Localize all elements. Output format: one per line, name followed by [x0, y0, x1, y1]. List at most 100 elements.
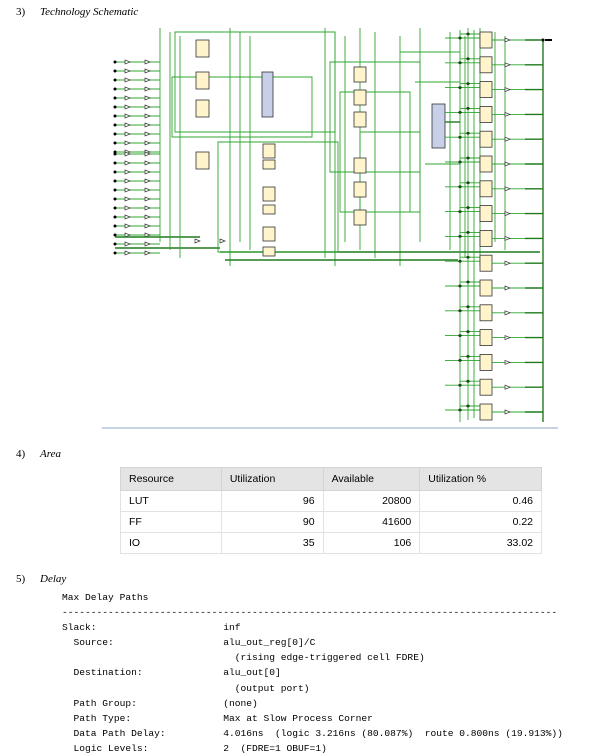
wire: [217, 141, 339, 253]
section-number: 5): [16, 573, 26, 585]
logic-cell: [262, 226, 276, 242]
port-symbol: [144, 113, 151, 119]
port-symbol: [504, 62, 511, 68]
logic-cell: [353, 209, 367, 226]
port-symbol: [144, 250, 151, 256]
port-symbol: [124, 131, 131, 137]
section-number: 4): [16, 448, 26, 460]
table-cell: 0.46: [419, 490, 542, 512]
port-symbol: [144, 241, 151, 247]
port-symbol: [144, 232, 151, 238]
path-group-label: Path Group:: [73, 697, 137, 709]
column-header: Utilization: [220, 467, 324, 491]
column-header: Resource: [120, 467, 222, 491]
port-symbol: [124, 160, 131, 166]
logic-cell: [262, 204, 276, 215]
path-type-label: Path Type:: [73, 712, 132, 724]
port-symbol: [504, 359, 511, 365]
port-symbol: [504, 260, 511, 266]
wire-junction: [113, 78, 117, 82]
port-symbol: [144, 68, 151, 74]
port-symbol: [124, 178, 131, 184]
logic-cell: [353, 157, 367, 174]
section-heading-area: 4) Area: [16, 448, 61, 460]
wire-junction: [113, 161, 117, 165]
technology-schematic: [102, 28, 558, 429]
table-cell: LUT: [120, 490, 222, 512]
logic-cell: [353, 89, 367, 106]
logic-levels-label: Logic Levels:: [73, 742, 149, 754]
logic-cell: [479, 403, 493, 421]
port-symbol: [144, 122, 151, 128]
report-separator: ----------------------------------------…: [62, 607, 558, 619]
wire: [174, 31, 336, 133]
wire-junction: [113, 179, 117, 183]
logic-cell: [479, 279, 493, 297]
table-cell: 33.02: [419, 532, 542, 554]
logic-cell: [479, 378, 493, 396]
wire-junction: [113, 233, 117, 237]
logic-cell: [479, 81, 493, 98]
path-group-value: (none): [223, 697, 258, 709]
port-symbol: [124, 140, 131, 146]
port-symbol: [144, 86, 151, 92]
table-cell: 106: [322, 532, 421, 554]
port-symbol: [124, 187, 131, 193]
source-note: (rising edge-triggered cell FDRE): [234, 652, 425, 664]
port-symbol: [124, 95, 131, 101]
wire-junction: [113, 105, 117, 109]
wire-junction: [113, 96, 117, 100]
wire-junction: [113, 170, 117, 174]
delay-report: Max Delay Paths ------------------------…: [62, 590, 563, 756]
section-heading-schematic: 3)Technology Schematic: [16, 6, 138, 18]
port-symbol: [124, 86, 131, 92]
logic-cell: [479, 31, 493, 49]
port-symbol: [504, 136, 511, 142]
port-symbol: [124, 223, 131, 229]
column-header: Utilization %: [419, 467, 542, 491]
port-symbol: [194, 238, 201, 244]
port-symbol: [504, 186, 511, 192]
port-symbol: [124, 196, 131, 202]
table-row: IO 35 106 33.02: [120, 532, 542, 554]
logic-cell: [195, 39, 210, 58]
port-symbol: [124, 241, 131, 247]
area-utilization-table: Resource Utilization Available Utilizati…: [120, 467, 542, 554]
port-symbol: [144, 169, 151, 175]
column-header: Available: [322, 467, 421, 491]
logic-cell: [353, 111, 367, 128]
logic-cell: [479, 106, 493, 123]
port-symbol: [504, 335, 511, 341]
table-cell: 90: [220, 511, 324, 533]
logic-levels-value: 2 (FDRE=1 OBUF=1): [223, 742, 327, 754]
logic-cell: [262, 186, 276, 202]
logic-cell: [479, 353, 493, 371]
table-cell: 20800: [322, 490, 421, 512]
wire-junction: [113, 215, 117, 219]
section-title: Delay: [40, 573, 67, 585]
wire-junction: [113, 152, 117, 156]
logic-cell: [479, 304, 493, 322]
logic-cell: [479, 180, 493, 198]
port-symbol: [144, 178, 151, 184]
port-symbol: [144, 59, 151, 65]
section-title: Area: [40, 448, 61, 460]
port-symbol: [504, 409, 511, 415]
table-cell: 35: [220, 532, 324, 554]
port-symbol: [144, 151, 151, 157]
table-row: LUT 96 20800 0.46: [120, 490, 542, 512]
wire-junction: [113, 132, 117, 136]
port-symbol: [124, 205, 131, 211]
source-value: alu_out_reg[0]/C: [223, 637, 316, 649]
logic-cell: [195, 99, 210, 118]
logic-cell: [479, 329, 493, 347]
port-symbol: [144, 104, 151, 110]
table-cell: 0.22: [419, 511, 542, 533]
port-symbol: [504, 235, 511, 241]
section-number: 3): [16, 6, 26, 18]
logic-cell: [479, 155, 493, 173]
destination-value: alu_out[0]: [223, 667, 281, 679]
logic-cell: [353, 66, 367, 83]
slack-label: Slack:: [62, 622, 97, 634]
mux-cell: [261, 71, 274, 118]
